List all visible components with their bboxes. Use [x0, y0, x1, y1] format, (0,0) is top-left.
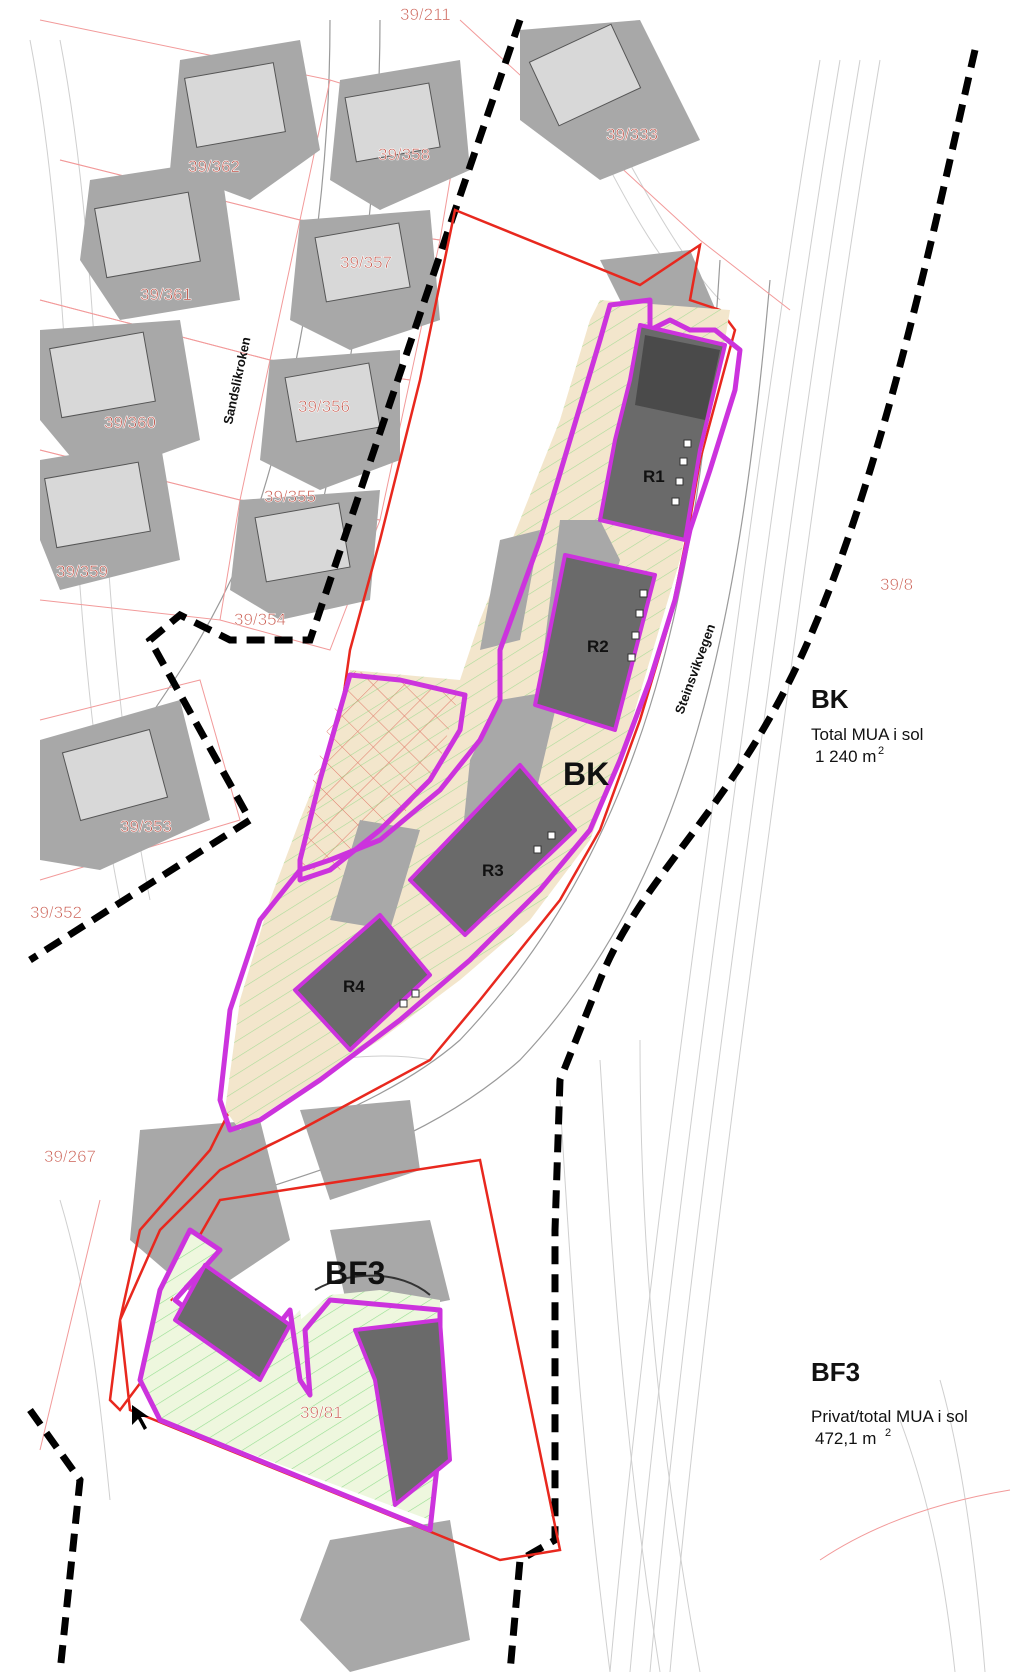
plot-label: 39/357 — [340, 253, 392, 272]
plot-label: 39/355 — [264, 487, 316, 506]
legend-bk-line1: Total MUA i sol — [811, 725, 923, 744]
building-label-r4: R4 — [343, 977, 365, 996]
window-marks — [399, 439, 692, 1008]
plot-label: 39/211 — [400, 5, 451, 24]
plot-label: 39/362 — [188, 157, 240, 176]
building-label-r2: R2 — [587, 637, 609, 656]
building-bf3-west — [173, 1263, 292, 1382]
plot-label: 39/353 — [120, 817, 172, 836]
legend-bf3-line1: Privat/total MUA i sol — [811, 1407, 968, 1426]
plot-label: 39/352 — [30, 903, 82, 922]
building-bf3-east — [353, 1318, 452, 1507]
plot-label: 39/356 — [298, 397, 350, 416]
neighbour-buildings — [44, 23, 642, 822]
plot-label: 39/354 — [234, 610, 286, 629]
plot-label: 39/361 — [140, 285, 192, 304]
project-buildings — [173, 323, 727, 1507]
building-r2 — [533, 553, 657, 732]
legend-bk-sup: 2 — [878, 745, 884, 757]
plot-label: 39/360 — [104, 413, 156, 432]
plot-label: 39/8 — [880, 575, 913, 594]
building-label-r1: R1 — [643, 467, 665, 486]
plot-label: 39/358 — [378, 145, 430, 164]
plot-label: 39/81 — [300, 1403, 343, 1422]
legend-bf3-sup: 2 — [885, 1427, 891, 1439]
plot-label: 39/267 — [44, 1147, 96, 1166]
plot-label: 39/333 — [606, 125, 658, 144]
zone-label-bf3: BF3 — [325, 1255, 385, 1291]
cursor-arrow-icon — [132, 1405, 149, 1430]
legend-bk-title: BK — [811, 684, 849, 714]
plot-label: 39/359 — [56, 562, 108, 581]
zone-label-bk: BK — [563, 756, 609, 792]
legend-bf3-title: BF3 — [811, 1357, 860, 1387]
legend-bk: BK Total MUA i sol 1 240 m 2 — [811, 684, 923, 766]
building-r3 — [408, 763, 577, 937]
r1-dark-roof — [635, 335, 720, 420]
bf3-arc — [314, 1274, 431, 1296]
legend-bk-value: 1 240 m — [815, 747, 876, 766]
road-label-sandslikroken: Sandslikroken — [220, 336, 253, 426]
building-label-r3: R3 — [482, 861, 504, 880]
dashed-boundaries — [27, 18, 979, 1672]
road-label-steinsvikvegen: Steinsvikvegen — [672, 622, 718, 716]
legend-bf3-value: 472,1 m — [815, 1429, 876, 1448]
plot-labels: 39/211 39/362 39/358 39/333 39/361 39/35… — [30, 5, 914, 1423]
building-r4 — [293, 913, 432, 1052]
legend-bf3: BF3 Privat/total MUA i sol 472,1 m 2 — [811, 1357, 968, 1448]
